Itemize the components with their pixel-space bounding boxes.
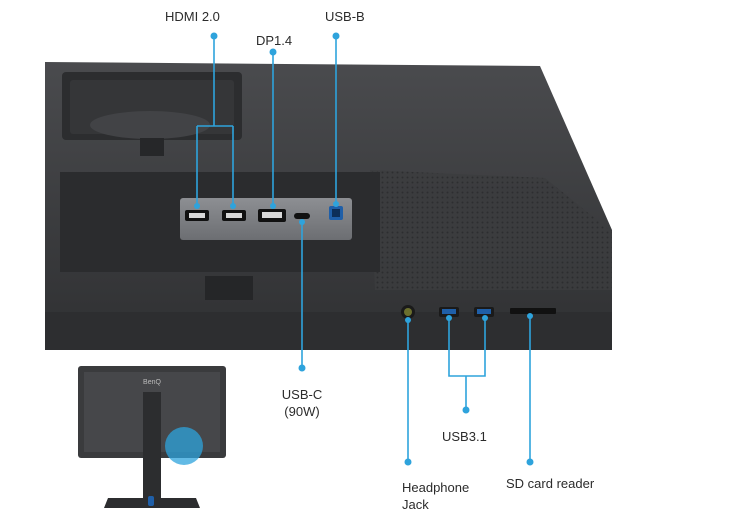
label-usb-c: USB-C (90W): [270, 386, 334, 420]
label-headphone: Headphone Jack: [402, 479, 469, 513]
callout-lines: [196, 36, 531, 462]
sd-card-slot: [510, 308, 556, 314]
headphone-jack: [401, 305, 415, 319]
label-hdmi: HDMI 2.0: [165, 9, 220, 24]
label-usb-c-line1: USB-C: [281, 387, 323, 402]
callout-dots: [194, 32, 534, 466]
monitor-rear: [45, 62, 612, 350]
label-sd-card: SD card reader: [506, 476, 595, 491]
hdmi-port-1: [185, 210, 209, 221]
usb31-port-2: [474, 307, 494, 317]
label-dp: DP1.4: [256, 33, 293, 48]
label-usb-b: USB-B: [325, 9, 365, 24]
label-usb-c-line2: (90W): [284, 404, 320, 419]
usb-b-port: [329, 206, 343, 220]
usb31-port-1: [439, 307, 459, 317]
monitor-thumbnail: BenQ: [78, 366, 226, 508]
label-usb31: USB3.1: [442, 429, 487, 444]
label-headphone-line1: Headphone: [402, 480, 470, 495]
hdmi-port-2: [222, 210, 246, 221]
label-headphone-line2: Jack: [402, 497, 429, 512]
displayport-port: [258, 209, 286, 222]
brand-logo: BenQ: [143, 379, 161, 386]
usb-c-port: [294, 213, 310, 219]
highlight-circle: [165, 427, 203, 465]
